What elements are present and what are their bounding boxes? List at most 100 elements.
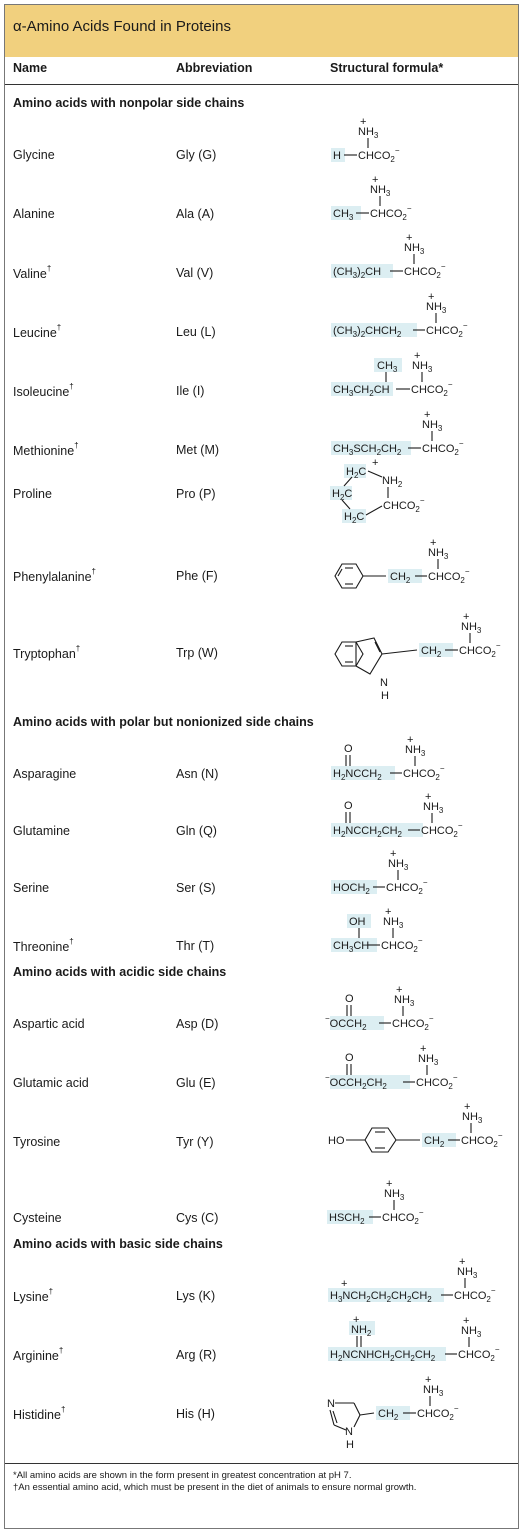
svg-text:CHCO2−: CHCO2− — [382, 1208, 424, 1226]
svg-text:CHCO2−: CHCO2− — [383, 496, 425, 514]
svg-text:H2NCCH2: H2NCCH2 — [333, 768, 382, 782]
svg-text:NH3: NH3 — [426, 301, 447, 315]
svg-text:+: + — [425, 1374, 431, 1386]
svg-text:CHCO2−: CHCO2− — [403, 764, 445, 782]
svg-text:CHCO2−: CHCO2− — [428, 567, 470, 585]
header-formula: Structural formula* — [330, 61, 444, 75]
svg-text:NH2: NH2 — [382, 475, 403, 489]
svg-text:N: N — [380, 677, 388, 689]
svg-text:CH2: CH2 — [424, 1135, 445, 1149]
svg-text:CHCO2−: CHCO2− — [421, 821, 463, 839]
name-proline: Proline — [13, 487, 52, 501]
svg-text:CH3CH: CH3CH — [333, 940, 369, 954]
abbr-glycine: Gly (G) — [176, 148, 217, 162]
abbr-isoleucine: Ile (I) — [176, 384, 205, 398]
svg-text:CH2: CH2 — [378, 1408, 399, 1422]
svg-text:H: H — [381, 690, 389, 702]
section-polar: Amino acids with polar but nonionized si… — [13, 715, 314, 729]
svg-text:NH3: NH3 — [457, 1266, 478, 1280]
svg-text:CH3: CH3 — [333, 208, 354, 222]
svg-text:CHCO2−: CHCO2− — [386, 878, 428, 896]
abbr-tyrosine: Tyr (Y) — [176, 1135, 214, 1149]
svg-text:+: + — [372, 457, 378, 469]
svg-text:N: N — [327, 1398, 335, 1410]
svg-text:CH3SCH2CH2: CH3SCH2CH2 — [333, 443, 402, 457]
svg-text:+: + — [430, 537, 436, 549]
svg-text:CH2: CH2 — [421, 645, 442, 659]
svg-text:+: + — [463, 1315, 469, 1327]
svg-text:H2NCNHCH2CH2CH2: H2NCNHCH2CH2CH2 — [330, 1349, 436, 1363]
svg-text:+: + — [464, 1101, 470, 1113]
svg-text:CHCO2−: CHCO2− — [454, 1286, 496, 1304]
name-lysine: Lysine† — [13, 1287, 54, 1305]
svg-text:NH3: NH3 — [405, 744, 426, 758]
abbr-valine: Val (V) — [176, 266, 214, 280]
svg-text:CHCO2−: CHCO2− — [461, 1131, 503, 1149]
svg-text:+: + — [372, 174, 378, 186]
abbr-glutamine: Gln (Q) — [176, 824, 217, 838]
svg-text:+: + — [390, 848, 396, 860]
table-frame — [4, 4, 519, 1529]
section-acidic: Amino acids with acidic side chains — [13, 965, 227, 979]
svg-text:HOCH2: HOCH2 — [333, 882, 370, 896]
svg-text:CH2: CH2 — [390, 571, 411, 585]
abbr-histidine: His (H) — [176, 1407, 215, 1421]
svg-text:(CH3)2CH: (CH3)2CH — [333, 266, 381, 280]
svg-text:CHCO2−: CHCO2− — [417, 1404, 459, 1422]
svg-text:+: + — [385, 906, 391, 918]
svg-text:NH3: NH3 — [383, 916, 404, 930]
svg-text:+: + — [425, 791, 431, 803]
svg-text:HSCH2: HSCH2 — [329, 1212, 365, 1226]
name-phenylalanine: Phenylalanine† — [13, 567, 96, 585]
name-alanine: Alanine — [13, 207, 55, 221]
svg-text:+: + — [360, 116, 366, 128]
name-tyrosine: Tyrosine — [13, 1135, 61, 1149]
svg-text:−OCCH2CH2: −OCCH2CH2 — [325, 1073, 387, 1091]
svg-text:+: + — [459, 1256, 465, 1268]
svg-text:+: + — [406, 232, 412, 244]
svg-text:O: O — [344, 800, 353, 812]
name-leucine: Leucine† — [13, 323, 62, 341]
name-isoleucine: Isoleucine† — [13, 382, 74, 400]
svg-text:NH3: NH3 — [422, 419, 443, 433]
name-threonine: Threonine† — [13, 937, 74, 955]
svg-text:−OCCH2: −OCCH2 — [325, 1014, 367, 1032]
svg-text:NH3: NH3 — [423, 1384, 444, 1398]
svg-text:CHCO2−: CHCO2− — [422, 439, 464, 457]
svg-text:+: + — [463, 611, 469, 623]
abbr-glutamic-acid: Glu (E) — [176, 1076, 216, 1090]
svg-text:+: + — [353, 1314, 359, 1326]
footnote-dagger: †An essential amino acid, which must be … — [13, 1482, 417, 1493]
abbr-methionine: Met (M) — [176, 443, 220, 457]
abbr-leucine: Leu (L) — [176, 325, 216, 339]
svg-text:CH3CH2CH: CH3CH2CH — [333, 384, 390, 398]
abbr-phenylalanine: Phe (F) — [176, 569, 218, 583]
abbr-alanine: Ala (A) — [176, 207, 215, 221]
abbr-lysine: Lys (K) — [176, 1289, 216, 1303]
svg-text:NH3: NH3 — [358, 126, 379, 140]
svg-text:CHCO2−: CHCO2− — [392, 1014, 434, 1032]
header-abbreviation: Abbreviation — [176, 61, 253, 75]
name-histidine: Histidine† — [13, 1405, 66, 1423]
svg-text:H2NCCH2CH2: H2NCCH2CH2 — [333, 825, 403, 839]
svg-text:NH2: NH2 — [351, 1324, 372, 1338]
svg-text:+: + — [424, 409, 430, 421]
header-rule — [5, 84, 518, 85]
abbr-asparagine: Asn (N) — [176, 767, 219, 781]
svg-text:O: O — [345, 1052, 354, 1064]
abbr-aspartic-acid: Asp (D) — [176, 1017, 219, 1031]
svg-text:CHCO2−: CHCO2− — [426, 321, 468, 339]
name-serine: Serine — [13, 881, 50, 895]
header-name: Name — [13, 61, 48, 75]
